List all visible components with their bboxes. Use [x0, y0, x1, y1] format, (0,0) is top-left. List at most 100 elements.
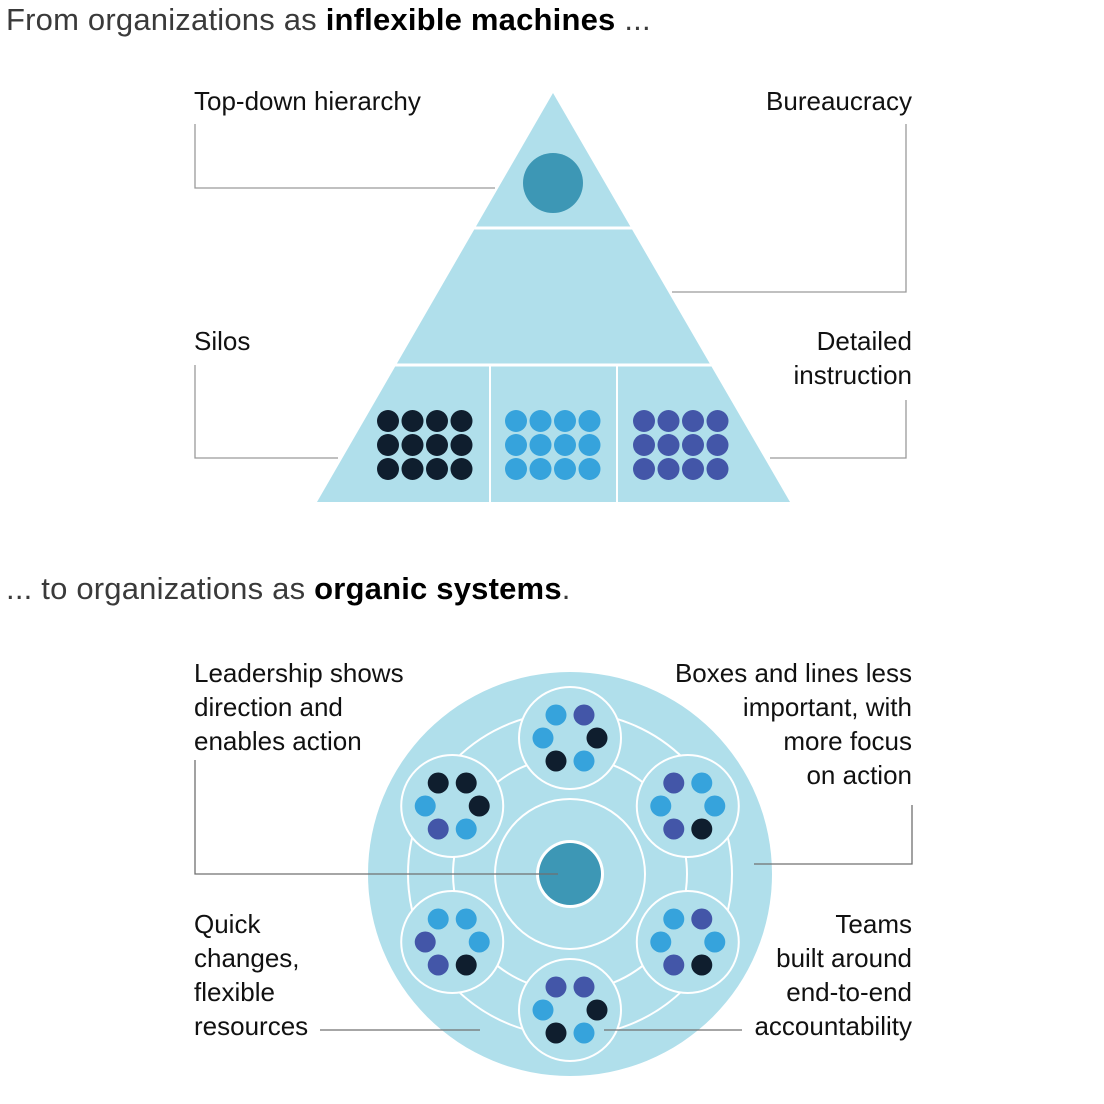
heading-suffix: .	[561, 571, 571, 606]
silo-person-dot	[633, 410, 655, 432]
silo-person-dot	[633, 434, 655, 456]
team-bottom	[518, 958, 622, 1062]
team-member-dot	[455, 908, 477, 930]
team-circle	[518, 686, 622, 790]
silo-person-dot	[657, 458, 680, 480]
leadership-node	[539, 843, 601, 905]
team-circle	[518, 958, 622, 1062]
silo-person-dot	[426, 410, 448, 432]
team-member-dot	[586, 727, 608, 749]
team-upper-left	[400, 754, 505, 858]
team-member-dot	[545, 704, 567, 726]
silo-person-dot	[426, 458, 448, 480]
team-member-dot	[427, 818, 449, 840]
silo-person-dot	[706, 410, 729, 432]
silo-person-dot	[554, 410, 576, 432]
silo-person-dot	[505, 434, 527, 456]
leader-line-top-down	[194, 124, 495, 189]
team-member-dot	[455, 772, 477, 794]
team-member-dot	[545, 750, 567, 772]
silo-person-dot	[529, 458, 552, 480]
silo-person-dot	[633, 458, 655, 480]
team-member-dot	[573, 704, 595, 726]
team-circle	[635, 754, 740, 858]
team-member-dot	[427, 772, 449, 794]
team-member-dot	[455, 818, 477, 840]
team-member-dot	[427, 954, 449, 976]
silo-person-dot	[682, 458, 704, 480]
team-top	[518, 686, 622, 790]
label-detailed-instruction: Detailed instruction	[793, 326, 913, 390]
pyramid-shape	[317, 93, 790, 502]
team-member-dot	[468, 931, 490, 953]
label-leadership: Leadership shows direction and enables a…	[194, 658, 404, 756]
team-member-dot	[573, 750, 595, 772]
team-member-dot	[704, 931, 726, 953]
team-circle	[400, 754, 505, 858]
team-member-dot	[545, 976, 567, 998]
heading-organic-systems: ... to organizations as organic systems.	[6, 571, 571, 607]
silo-person-dot	[529, 434, 552, 456]
team-upper-right	[635, 754, 740, 858]
silo-person-dot	[426, 434, 448, 456]
team-member-dot	[545, 1022, 567, 1044]
silo-person-dot	[401, 458, 424, 480]
silo-person-dot	[450, 458, 473, 480]
silo-person-dot	[450, 410, 473, 432]
heading-inflexible-machines: From organizations as inflexible machine…	[6, 2, 651, 38]
silo-person-dot	[657, 434, 680, 456]
organic-leader-lines	[194, 760, 913, 1031]
team-member-dot	[691, 908, 713, 930]
team-member-dot	[455, 954, 477, 976]
silo-person-dot	[554, 458, 576, 480]
team-member-dot	[663, 908, 685, 930]
label-bureaucracy: Bureaucracy	[766, 86, 912, 116]
team-member-dot	[663, 954, 685, 976]
team-member-dot	[704, 795, 726, 817]
team-circle	[400, 890, 505, 994]
silo-person-dot	[377, 434, 399, 456]
leader-line-detailed	[770, 400, 907, 459]
silo-person-dot	[505, 410, 527, 432]
team-lower-left	[400, 890, 505, 994]
team-member-dot	[414, 931, 436, 953]
team-member-dot	[573, 976, 595, 998]
team-member-dot	[691, 954, 713, 976]
team-lower-right	[635, 890, 740, 994]
silo-dots	[377, 410, 729, 480]
silo-person-dot	[377, 458, 399, 480]
silo-person-dot	[529, 410, 552, 432]
silo-person-dot	[682, 434, 704, 456]
silo-2	[505, 410, 601, 480]
team-member-dot	[663, 772, 685, 794]
heading-prefix: From organizations as	[6, 2, 326, 37]
heading-bold: organic systems	[314, 571, 562, 606]
team-member-dot	[468, 795, 490, 817]
silo-person-dot	[682, 410, 704, 432]
team-member-dot	[427, 908, 449, 930]
silo-person-dot	[401, 434, 424, 456]
label-top-down-hierarchy: Top-down hierarchy	[194, 86, 421, 116]
label-silos: Silos	[194, 326, 251, 356]
silo-person-dot	[578, 434, 601, 456]
heading-bold: inflexible machines	[325, 2, 616, 37]
silo-person-dot	[578, 458, 601, 480]
team-member-dot	[650, 931, 672, 953]
silo-person-dot	[657, 410, 680, 432]
team-member-dot	[532, 727, 554, 749]
leader-line-silos	[194, 365, 338, 459]
team-member-dot	[532, 999, 554, 1021]
pyramid-leader-lines	[194, 124, 907, 459]
silo-person-dot	[578, 410, 601, 432]
leader-line-boxes	[754, 805, 913, 865]
pyramid	[317, 93, 790, 502]
leader-node	[523, 153, 583, 213]
team-member-dot	[414, 795, 436, 817]
team-member-dot	[573, 1022, 595, 1044]
team-member-dot	[586, 999, 608, 1021]
silo-1	[377, 410, 473, 480]
silo-person-dot	[505, 458, 527, 480]
label-teams: Teams built around end-to-end accountabi…	[754, 909, 912, 1041]
team-member-dot	[650, 795, 672, 817]
